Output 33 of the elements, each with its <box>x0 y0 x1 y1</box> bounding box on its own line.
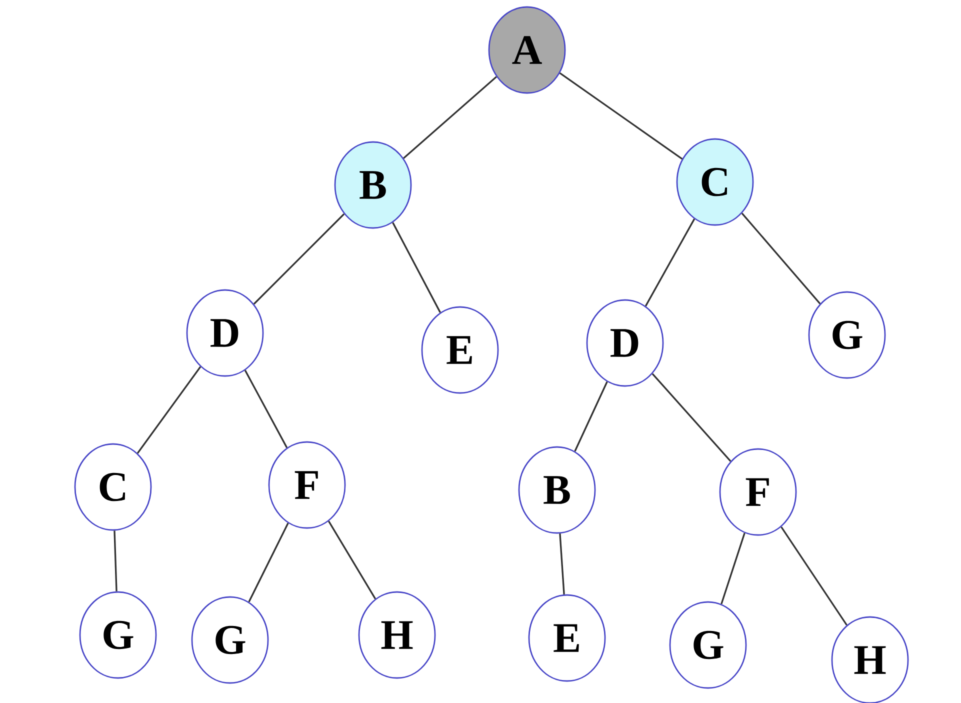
tree-edge <box>403 76 497 159</box>
tree-node: B <box>334 141 412 229</box>
tree-edge <box>253 213 345 305</box>
root-node: A <box>488 6 566 94</box>
tree-edge <box>559 72 683 160</box>
tree-edge <box>574 381 608 452</box>
tree-node: H <box>358 591 436 679</box>
tree-edge <box>392 222 441 313</box>
tree-edge <box>720 532 746 604</box>
tree-node: H <box>831 616 909 703</box>
tree-node: G <box>191 596 269 684</box>
tree-edge <box>644 218 696 306</box>
tree-node: F <box>719 448 797 536</box>
tree-edge <box>741 212 821 304</box>
tree-node: B <box>518 446 596 534</box>
tree-node: G <box>669 601 747 689</box>
tree-node: C <box>676 138 754 226</box>
tree-edge <box>652 373 732 462</box>
tree-node: E <box>528 594 606 682</box>
tree-edge <box>559 534 565 594</box>
tree-edge <box>780 526 848 626</box>
tree-node: G <box>808 291 886 379</box>
tree-node: D <box>186 289 264 377</box>
tree-edge <box>328 520 376 600</box>
tree-edge <box>114 530 118 592</box>
tree-edge <box>136 366 202 454</box>
tree-edge <box>244 370 288 448</box>
tree-node: C <box>74 443 152 531</box>
tree-node: F <box>268 441 346 529</box>
tree-node: G <box>79 591 157 679</box>
tree-edge <box>248 522 289 602</box>
tree-node: D <box>586 299 664 387</box>
tree-node: E <box>421 306 499 394</box>
